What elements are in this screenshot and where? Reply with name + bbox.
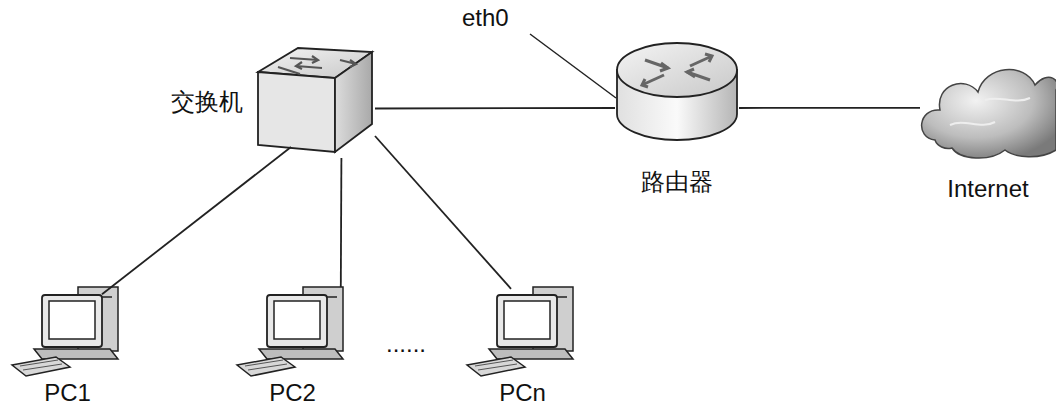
network-link — [375, 108, 615, 110]
device-label: PC1 — [44, 379, 91, 407]
network-link — [375, 136, 511, 289]
network-link — [340, 158, 342, 287]
device-label: 路由器 — [641, 168, 713, 196]
device-label: Internet — [947, 175, 1028, 203]
device-label: 交换机 — [171, 88, 243, 116]
network-link — [739, 107, 920, 108]
pc-node: PCn — [465, 287, 580, 377]
pc-icon — [467, 287, 573, 376]
leader-line — [530, 34, 616, 98]
ellipsis-label: ...... — [386, 330, 426, 358]
internet-node: Internet — [920, 55, 1056, 165]
internet-cloud — [922, 70, 1056, 158]
pc-node: PC2 — [235, 287, 350, 377]
pc-icon — [237, 287, 343, 376]
pc-node: PC1 — [10, 287, 125, 377]
device-label: PC2 — [269, 379, 316, 407]
router-icon — [617, 43, 737, 140]
pc-icon — [12, 287, 118, 376]
switch-node: 交换机 — [255, 48, 375, 158]
network-link — [102, 147, 291, 294]
router-node: 路由器 — [615, 42, 739, 142]
switch-icon — [258, 48, 372, 152]
interface-label: eth0 — [462, 4, 509, 32]
device-label: PCn — [499, 379, 546, 407]
